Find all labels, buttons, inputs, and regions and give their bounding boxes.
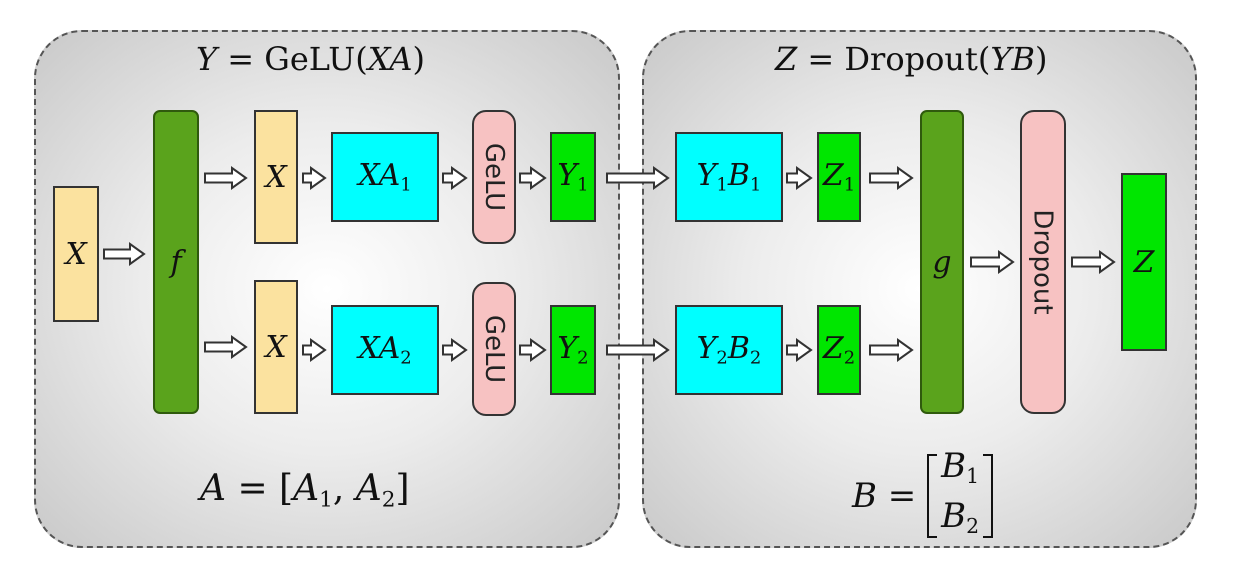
right-panel-footer: B = B1 B2 (852, 446, 994, 546)
output-z-box: Z (1121, 173, 1167, 351)
row2-gelu-box: GeLU (472, 282, 516, 416)
arrow-y1b1-to-z1 (786, 166, 813, 190)
arrow-x1-to-xa1 (302, 166, 327, 190)
input-x-label: X (65, 236, 87, 272)
row2-xa-box: XA2 (331, 305, 439, 395)
title-arg: XA (367, 40, 413, 78)
row2-yb-box: Y2B2 (675, 305, 783, 395)
split-f-box: f (153, 110, 199, 414)
arrow-x-to-f (103, 242, 146, 266)
row1-yb-box: Y1B1 (675, 132, 783, 222)
row2-y-box: Y2 (550, 305, 596, 395)
row1-x-label: X (265, 159, 287, 195)
title-op: = (217, 40, 265, 78)
merge-g-box: g (920, 110, 964, 414)
output-z-label: Z (1133, 244, 1155, 280)
row1-xa-label: XA1 (358, 158, 412, 196)
arrow-gelu1-to-y1 (519, 166, 547, 190)
row1-xa-box: XA1 (331, 132, 439, 222)
row1-z-box: Z1 (817, 132, 861, 222)
row2-x-label: X (265, 329, 287, 365)
arrow-y1-to-y1b1 (606, 166, 670, 190)
title-op: = (797, 40, 845, 78)
row1-x-box: X (254, 110, 298, 244)
right-panel-dropout (642, 30, 1197, 548)
row1-gelu-box: GeLU (472, 110, 516, 244)
row1-yb-label: Y1B1 (696, 158, 762, 196)
row1-z-label: Z1 (822, 158, 856, 196)
title-fn: GeLU (264, 40, 356, 78)
b-matrix: B1 B2 (927, 446, 994, 546)
arrow-xa2-to-gelu2 (442, 338, 468, 362)
arrow-f-to-x1 (204, 166, 248, 190)
row2-yb-label: Y2B2 (696, 331, 762, 369)
dropout-box: Dropout (1020, 110, 1066, 414)
left-panel-footer: A = [A1, A2] (200, 468, 410, 513)
split-f-label: f (170, 244, 182, 280)
arrow-dropout-to-z (1071, 250, 1116, 274)
arrow-gelu2-to-y2 (519, 338, 547, 362)
title-lhs: Z (775, 40, 798, 78)
arrow-x2-to-xa2 (302, 338, 327, 362)
row2-xa-label: XA2 (358, 331, 412, 369)
arrow-y2b2-to-z2 (786, 338, 813, 362)
title-lhs: Y (196, 40, 218, 78)
row1-y-label: Y1 (557, 158, 589, 196)
arrow-f-to-x2 (204, 335, 248, 359)
title-fn: Dropout (844, 40, 978, 78)
arrow-z2-to-g (869, 338, 914, 362)
right-panel-title: Z = Dropout(YB) (775, 40, 1048, 78)
title-arg: YB (990, 40, 1035, 78)
left-panel-gelu (34, 30, 620, 548)
row1-y-box: Y1 (550, 132, 596, 222)
row2-y-label: Y2 (557, 331, 589, 369)
row2-z-box: Z2 (817, 305, 861, 395)
input-x-box: X (53, 186, 99, 322)
arrow-y2-to-y2b2 (606, 338, 670, 362)
arrow-g-to-dropout (970, 250, 1015, 274)
row2-z-label: Z2 (822, 331, 856, 369)
left-panel-title: Y = GeLU(XA) (196, 40, 425, 78)
row2-x-box: X (254, 280, 298, 414)
arrow-z1-to-g (869, 166, 914, 190)
arrow-xa1-to-gelu1 (442, 166, 468, 190)
merge-g-label: g (932, 244, 952, 280)
